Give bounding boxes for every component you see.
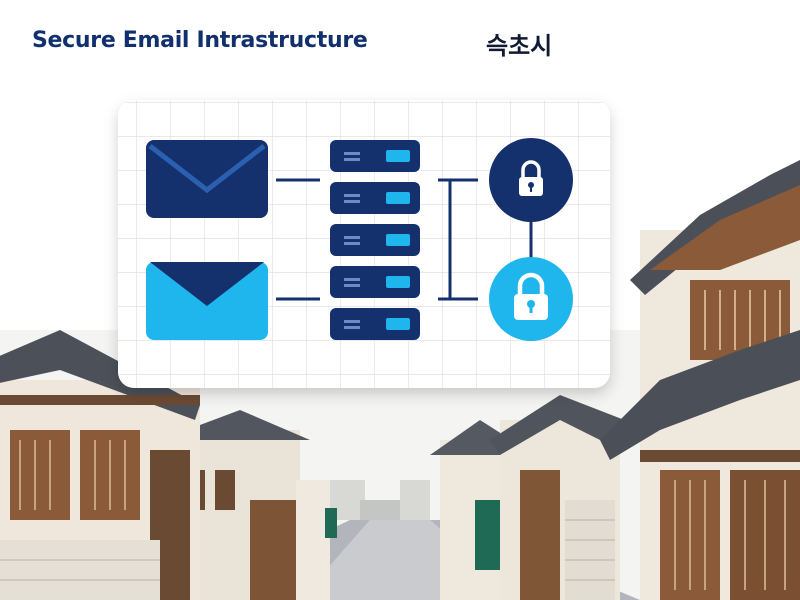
lock-icon: [489, 138, 573, 222]
connector-lines: [276, 178, 533, 301]
left-hanok-buildings: [0, 330, 337, 600]
server-icon: [330, 308, 420, 340]
envelope-icon: [146, 140, 268, 218]
server-icon: [330, 140, 420, 172]
envelope-icon: [146, 262, 268, 340]
lock-icon: [489, 257, 573, 341]
page-title: Secure Email Intrastructure: [32, 28, 368, 53]
server-icon: [330, 224, 420, 256]
server-stack: [330, 140, 420, 340]
korean-caption: 슥초시: [486, 32, 553, 60]
right-hanok-buildings: [430, 160, 800, 600]
server-icon: [330, 182, 420, 214]
server-icon: [330, 266, 420, 298]
